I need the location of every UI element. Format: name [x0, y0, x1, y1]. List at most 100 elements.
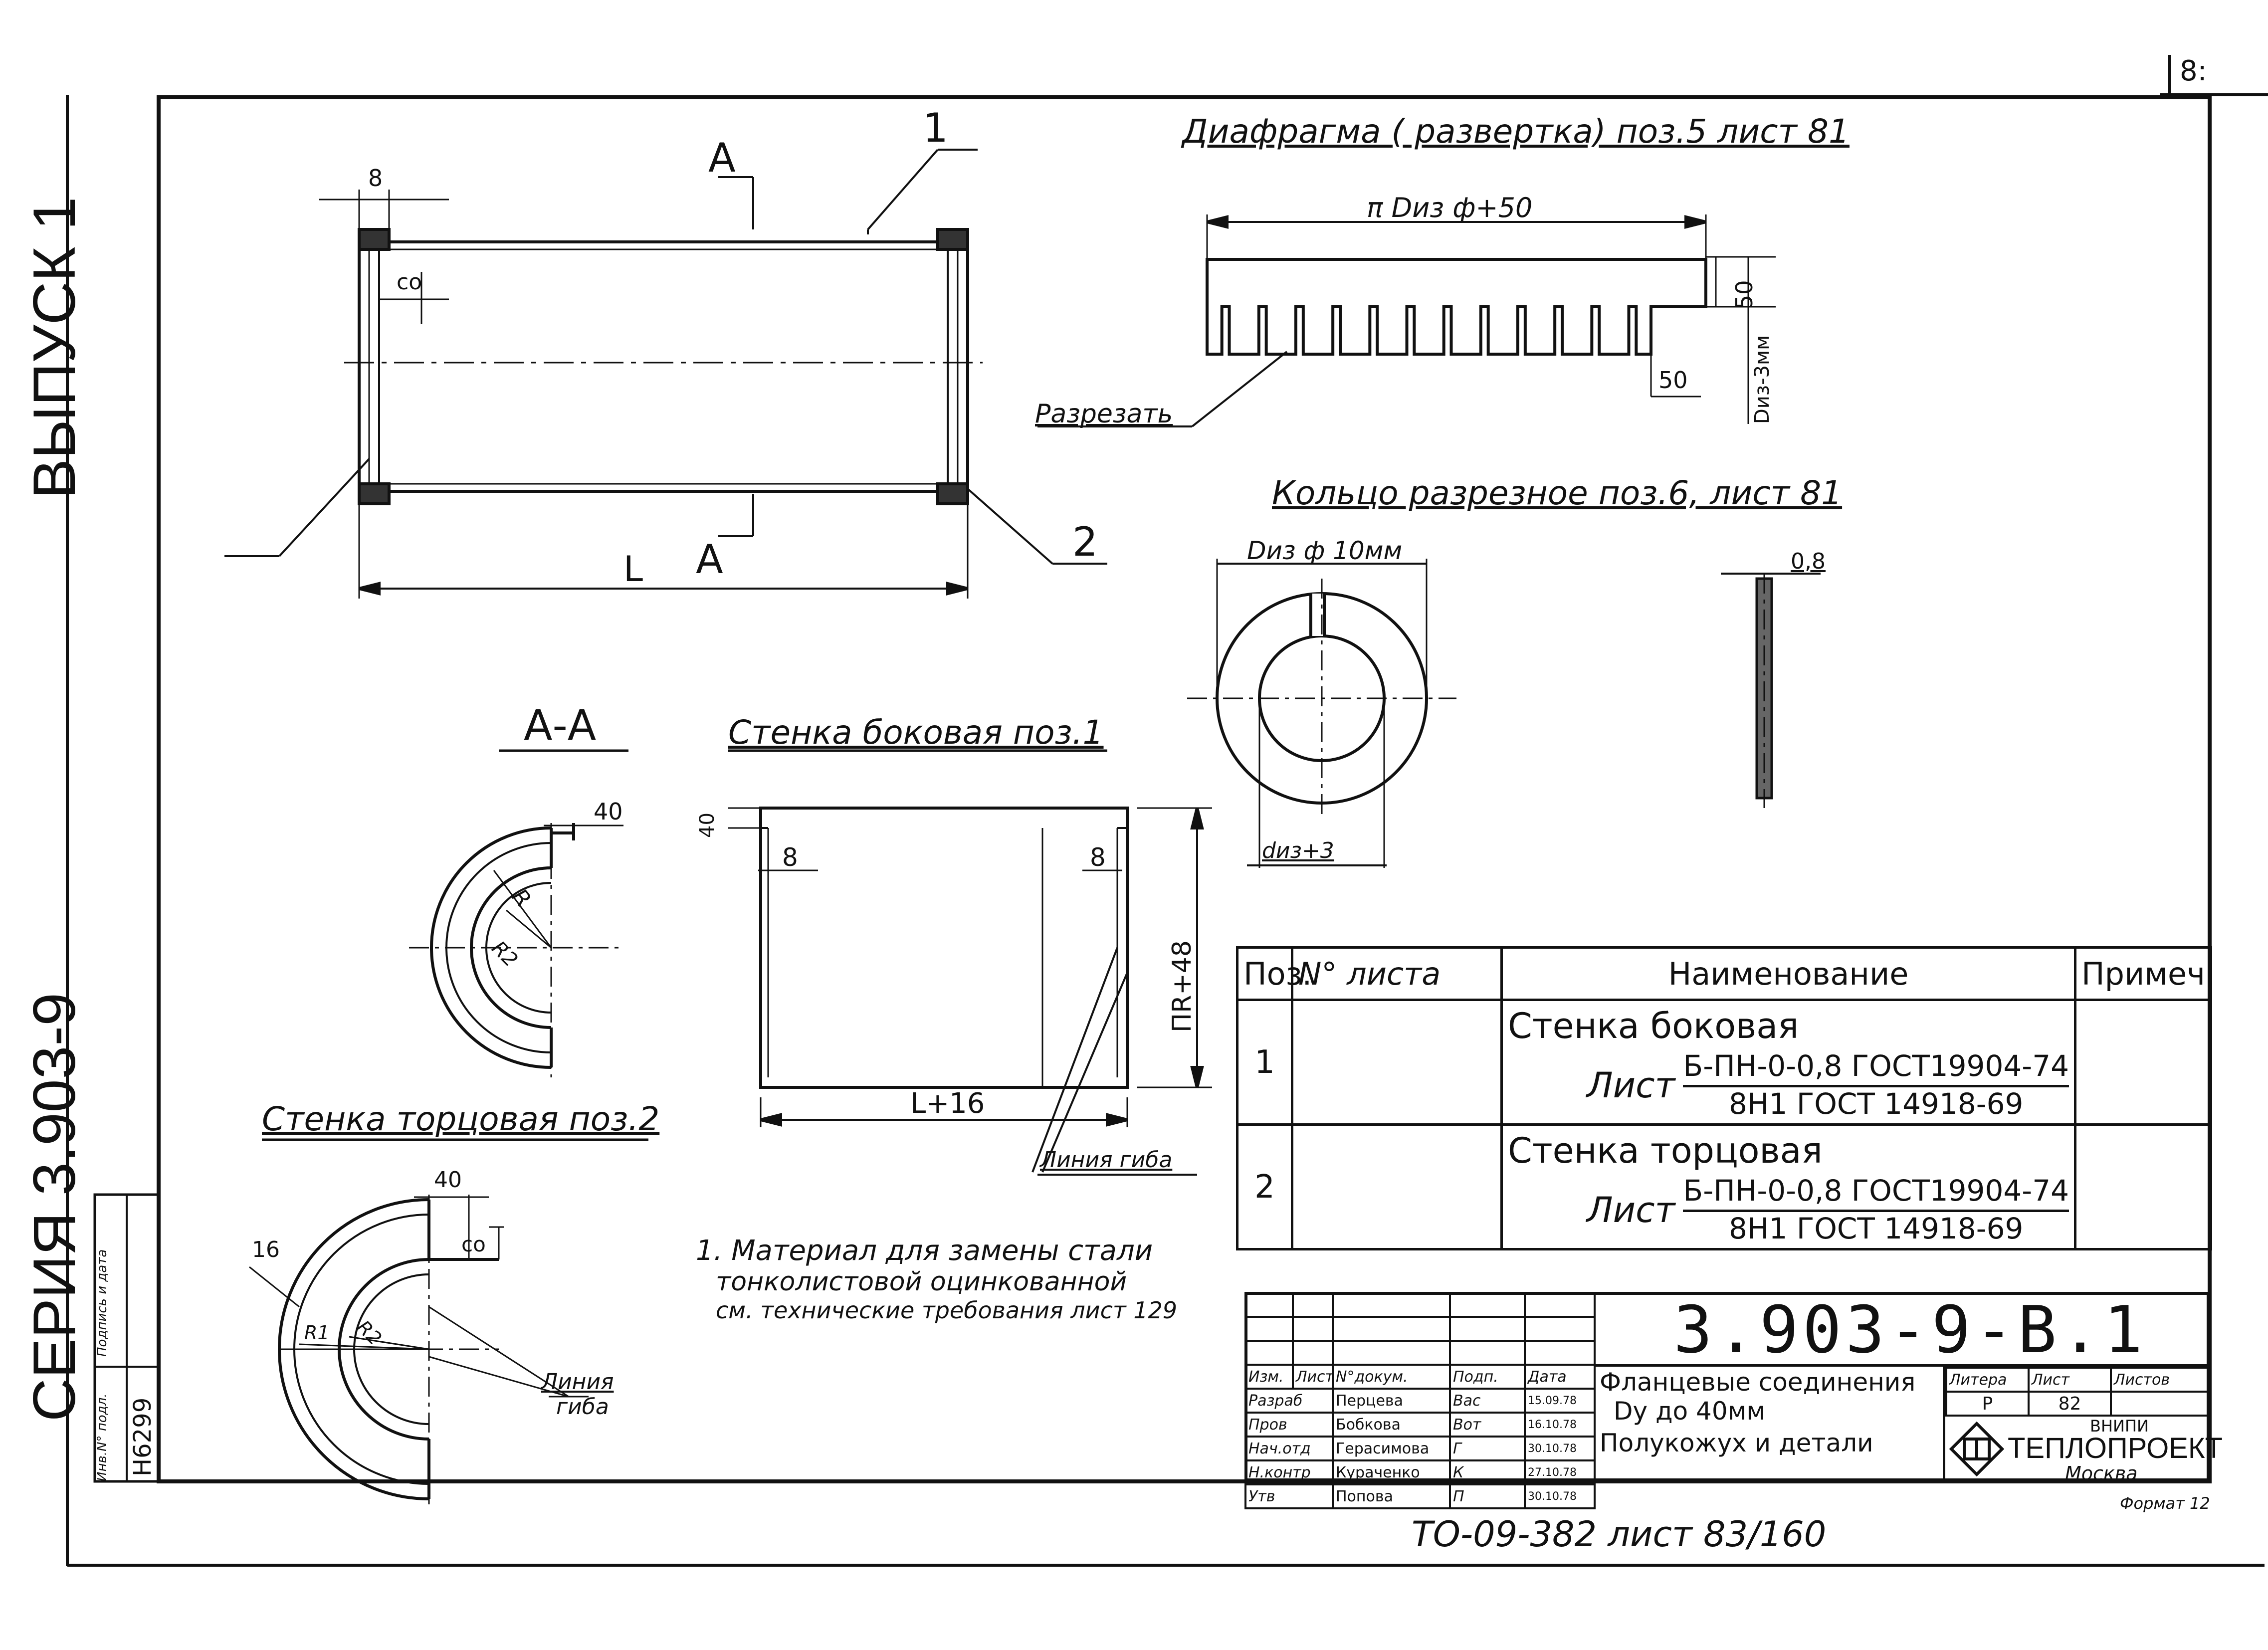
side-wall-bend-line: Линия гиба [1040, 1147, 1173, 1173]
spec-header-row: Поз. N° листа Наименование Примеч. [1236, 946, 2215, 1001]
spec-frac-bottom: 8Н1 ГОСТ 14918-69 [1728, 1212, 2024, 1245]
spec-header-name: Наименование [1500, 946, 2076, 1001]
end-wall-dim-16: 16 [252, 1237, 280, 1262]
sheet-frame [157, 95, 2212, 1483]
note-line-3: см. технические требования лист 129 [716, 1297, 1178, 1324]
spec-header-pos: Поз. [1236, 946, 1312, 1001]
title-block-header-row: Изм. Лист N°докум. Подп. Дата [1244, 1364, 1596, 1390]
tb-date: 30.10.78 [1524, 1436, 1596, 1461]
main-dim-length: L [623, 549, 643, 590]
format-label: Формат 12 [2120, 1494, 2210, 1513]
spec-row: 1 Стенка боковая Лист Б-ПН-0-0,8 ГОСТ199… [1236, 999, 2212, 1126]
designation: 3.903-9-В.1 [1673, 1292, 2147, 1368]
tb-staff-name: Попова [1332, 1483, 1451, 1509]
tb-staff-row: Нач.отд Герасимова Г 30.10.78 [1244, 1436, 1596, 1461]
stage-value: Р [1945, 1391, 2030, 1417]
tb-col-sign: Подп. [1449, 1364, 1526, 1390]
end-wall-dim-flange: 40 [434, 1167, 462, 1193]
cut-label: Разрезать [1035, 399, 1173, 429]
series-title: СЕРИЯ 3.903-9 [21, 993, 88, 1422]
end-wall-bend-line-2: гиба [556, 1394, 609, 1420]
tb-staff-name: Кураченко [1332, 1459, 1451, 1485]
tb-date: 27.10.78 [1524, 1459, 1596, 1485]
stage-header: Литера [1945, 1367, 2030, 1393]
diaphragm-dim-notch-depth: Dиз-3мм [1751, 335, 1774, 424]
note-line-2: тонколистовой оцинкованной [716, 1267, 1127, 1297]
spec-name: Стенка боковая [1508, 1006, 1799, 1047]
side-wall-dim-length: L+16 [910, 1087, 985, 1120]
diaphragm-title: Диафрагма ( развертка) поз.5 лист 81 [1182, 112, 1850, 151]
spec-header-sheet: N° листа [1291, 946, 1503, 1001]
side-wall-dim-height: ПR+48 [1167, 940, 1197, 1032]
spec-pos: 1 [1236, 999, 1293, 1126]
spec-fraction: Б-ПН-0-0,8 ГОСТ19904-74 8Н1 ГОСТ 14918-6… [1683, 1049, 2069, 1120]
sheet-value: 82 [2028, 1391, 2112, 1417]
tb-date: 16.10.78 [1524, 1412, 1596, 1438]
tb-col-change: Изм. [1244, 1364, 1294, 1390]
main-dim-side: co [397, 269, 422, 295]
diaphragm-dim-length: π Dиз ф+50 [1367, 192, 1533, 223]
section-aa-title: А-А [524, 701, 597, 750]
spec-sheet [1291, 1123, 1503, 1250]
end-wall-label-R1: R1 [304, 1322, 330, 1344]
stamp-label-1: Инв.N° подл. [95, 1393, 110, 1481]
spec-note [2074, 1123, 2212, 1250]
org-stamp: ВНИПИ ТЕПЛОПРОЕКТ Москва [1945, 1417, 2223, 1484]
spec-material: Лист Б-ПН-0-0,8 ГОСТ19904-74 8Н1 ГОСТ 14… [1508, 1174, 2069, 1245]
side-wall-dim-edge: 40 [696, 813, 719, 838]
stamp-value: Н6299 [129, 1397, 157, 1476]
spec-fraction: Б-ПН-0-0,8 ГОСТ19904-74 8Н1 ГОСТ 14918-6… [1683, 1174, 2069, 1245]
ring-title: Кольцо разрезное поз.6, лист 81 [1272, 474, 1843, 512]
spec-material: Лист Б-ПН-0-0,8 ГОСТ19904-74 8Н1 ГОСТ 14… [1508, 1049, 2069, 1120]
main-view-lines [224, 149, 1107, 599]
diaphragm-outline [1206, 258, 1707, 356]
spec-note [2074, 999, 2212, 1126]
spec-name-cell: Стенка боковая Лист Б-ПН-0-0,8 ГОСТ19904… [1500, 999, 2076, 1126]
spec-name: Стенка торцовая [1508, 1130, 1823, 1172]
tb-staff-name: Перцева [1332, 1388, 1451, 1414]
tb-col-sheet: Лист [1292, 1364, 1334, 1390]
doc-title-cell: Фланцевые соединения Dy до 40мм Полукожу… [1594, 1367, 1945, 1481]
title-block-sheet-info: Литера Лист Листов Р 82 [1945, 1367, 2212, 1417]
title-block-staff: Изм. Лист N°докум. Подп. Дата Разраб Пер… [1244, 1292, 1596, 1509]
diaphragm-lines [1037, 214, 1776, 427]
designation-cell: 3.903-9-В.1 [1594, 1292, 2210, 1368]
spec-list-word: Лист [1587, 1189, 1675, 1231]
end-wall-bend-line-1: Линия [541, 1369, 614, 1395]
tb-role: Утв [1244, 1483, 1334, 1509]
tb-sign: П [1449, 1483, 1526, 1509]
tb-role: Н.контр [1244, 1459, 1334, 1485]
spec-frac-top: Б-ПН-0-0,8 ГОСТ19904-74 [1683, 1049, 2069, 1087]
side-wall-dim-left: 8 [782, 843, 798, 872]
end-wall-title: Стенка торцовая поз.2 [262, 1100, 660, 1138]
side-wall-lines [728, 749, 1212, 1176]
spec-frac-bottom: 8Н1 ГОСТ 14918-69 [1728, 1087, 2024, 1121]
callout-1: 1 [923, 105, 948, 151]
spec-name-cell: Стенка торцовая Лист Б-ПН-0-0,8 ГОСТ1990… [1500, 1123, 2076, 1250]
tb-col-doc: N°докум. [1332, 1364, 1451, 1390]
tb-staff-row: Пров Бобкова Вот 16.10.78 [1244, 1412, 1596, 1438]
side-wall-dim-right: 8 [1090, 843, 1106, 872]
stamp-label-2: Подпись и дата [95, 1249, 110, 1357]
sheets-header: Листов [2110, 1367, 2212, 1393]
spec-list-word: Лист [1587, 1064, 1675, 1106]
callout-2: 2 [1072, 519, 1098, 565]
spec-table: Поз. N° листа Наименование Примеч. 1 Сте… [1236, 946, 2215, 1250]
bottom-reference: ТО-09-382 лист 83/160 [1412, 1514, 1827, 1555]
side-wall-title: Стенка боковая поз.1 [728, 713, 1104, 752]
tb-sign: Вот [1449, 1412, 1526, 1438]
sheet-corner-number: 8: [2180, 55, 2207, 87]
tb-role: Пров [1244, 1412, 1334, 1438]
spec-frac-top: Б-ПН-0-0,8 ГОСТ19904-74 [1683, 1174, 2069, 1212]
section-mark-bottom: A [696, 536, 723, 583]
material-note: 1. Материал для замены стали тонколистов… [696, 1235, 1177, 1324]
issue-title: ВЫПУСК 1 [21, 197, 88, 499]
tb-col-date: Дата [1524, 1364, 1596, 1390]
ring-dim-inner: dиз+3 [1262, 838, 1334, 863]
org-line-2: ТЕПЛОПРОЕКТ [2008, 1432, 2223, 1464]
spec-header-note: Примеч. [2074, 946, 2215, 1001]
ring-dim-outer: Dиз ф 10мм [1247, 536, 1403, 565]
main-dim-top: 8 [368, 165, 383, 192]
diaphragm-dim-notch: 50 [1658, 367, 1688, 394]
